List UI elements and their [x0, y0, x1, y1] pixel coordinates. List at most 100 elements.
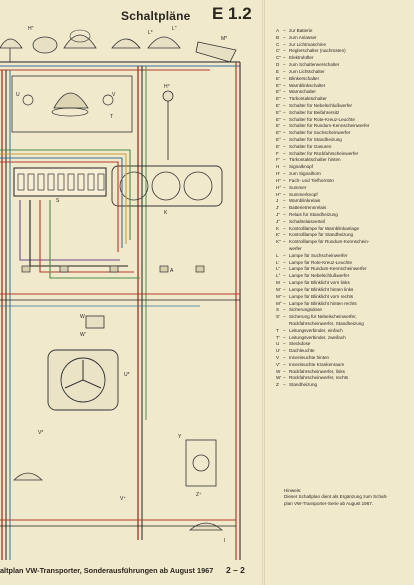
legend-key: B — [276, 34, 280, 40]
legend-item: C'–Reglerschalter (nachrüsten) — [276, 48, 410, 55]
horn-right — [111, 38, 141, 49]
legend-separator: – — [283, 348, 286, 354]
legend-key: E' — [276, 102, 280, 108]
legend-separator: – — [283, 198, 286, 204]
legend-description: Lampe für Blinklicht vorn links — [289, 280, 350, 286]
headlight-right — [147, 36, 181, 49]
lamp-w — [85, 315, 105, 329]
legend-separator: – — [283, 239, 286, 245]
legend-key: V' — [276, 361, 280, 367]
legend-key: H" — [276, 177, 281, 183]
legend-key: Z — [276, 382, 279, 388]
legend-description: Dachleuchte — [289, 348, 315, 354]
legend-item: K'–Kontrolllampe für Standheizung — [276, 232, 410, 239]
hint-box: Hinweis: Dieser Schaltplan dient als Erg… — [284, 488, 410, 507]
legend-item: W'–Rückfahrscheinwerfer, rechts — [276, 375, 410, 382]
legend-item: J"–Relais für Standheizung — [276, 212, 410, 219]
legend-item: L–Lampe für Suchscheinwerfer — [276, 253, 410, 260]
legend-item: E'–Blinkerschalter — [276, 76, 410, 83]
page-title: Schaltpläne — [121, 9, 191, 23]
legend-separator: – — [283, 82, 286, 88]
legend-description: Summerknopf — [289, 191, 318, 197]
legend-description: zum Signalhorn — [289, 171, 321, 177]
legend-item: F–Schalter für Rückfahrscheinwerfer — [276, 151, 410, 158]
legend-separator: – — [283, 137, 286, 142]
legend-description: Lampe für Blinklicht hinten links — [289, 286, 354, 292]
legend-description: Schalter für Suchscheinwerfer — [289, 130, 351, 136]
legend-separator: – — [283, 280, 286, 286]
legend-item: V'–Innenleuchte Krankenraum — [276, 362, 410, 369]
legend-description: Lampe für Rote-Kreuz-Leuchte — [289, 259, 353, 265]
legend-separator: – — [283, 334, 286, 340]
legend-description: Reglerschalter (nachrüsten) — [289, 48, 346, 54]
legend-item: U–Steckdose — [276, 341, 410, 348]
legend-separator: – — [283, 382, 286, 388]
legend-item: E'–Schalter für Rundum-Kennscheinwerfer — [276, 123, 410, 130]
wiring-diagram: H" L" M* L* H° U V T S K A W W' U* V* Y … — [0, 26, 241, 560]
legend-description: Fach- und Tiefhorntön — [289, 177, 334, 183]
legend-key: H' — [276, 171, 281, 177]
legend-separator: – — [283, 218, 286, 224]
legend-key: T — [276, 327, 279, 333]
legend-description: Blinkerschalter — [289, 75, 320, 81]
legend-key: E° — [276, 137, 281, 142]
legend-key: E° — [276, 109, 281, 115]
label-T: T — [110, 114, 113, 120]
legend-item: J'–Batterietrennrelais — [276, 205, 410, 212]
legend-description: zum Anlasser — [289, 34, 317, 40]
label-I: I — [224, 538, 225, 544]
legend-description: zum Lichtschalter — [289, 68, 325, 74]
headlight-left — [0, 38, 23, 62]
label-Vstar: V* — [38, 430, 43, 436]
legend-description: Schalter für Rundum-Kennscheinwerfer — [289, 123, 370, 129]
legend-description: Kontrolllampe für Rundum-Kennschein- — [289, 239, 370, 245]
legend-separator: – — [283, 75, 286, 81]
legend-separator: – — [283, 171, 286, 177]
legend-item: M"–Lampe für Blinklicht vorn rechts — [276, 294, 410, 301]
legend-separator: – — [283, 225, 286, 231]
legend-separator: – — [283, 116, 286, 122]
legend-description: Summer — [289, 184, 307, 190]
legend-key: A — [276, 28, 280, 33]
label-Wp: W' — [80, 332, 86, 338]
page-code: E 1.2 — [212, 4, 252, 23]
legend-key: M" — [276, 293, 282, 299]
legend-key: H° — [276, 184, 282, 190]
legend-item: A–zur Batterie — [276, 28, 410, 35]
legend-key: F — [276, 150, 279, 156]
legend-description: Warnblinkrelais — [289, 198, 321, 204]
legend-key: U — [276, 341, 280, 347]
legend-item: T'–Leitungsverbinder, zweifach — [276, 335, 410, 342]
legend-separator: – — [283, 252, 286, 258]
legend-item: werfer — [276, 246, 410, 253]
legend-item: B–zum Anlasser — [276, 35, 410, 42]
legend-item: H'–zum Signalhorn — [276, 171, 410, 178]
legend-description: Kontrolllampe für Warnblinkanlage — [289, 225, 360, 231]
legend-separator: – — [283, 375, 286, 381]
legend-item: F'–Türkontaktschalter hinten — [276, 157, 410, 164]
legend-key: H — [276, 164, 280, 170]
legend-separator: – — [283, 89, 286, 95]
legend-description: Schalter für Beifahrersitz — [289, 109, 340, 115]
legend-description: Türkontaktschalter hinten — [289, 157, 341, 163]
legend-description: Schalter für Nebelschlußwerfer — [289, 102, 353, 108]
legend-key: W' — [276, 375, 282, 381]
legend-key: C' — [276, 48, 281, 54]
legend-key: K — [276, 225, 280, 231]
legend-description: Schaltrelaisverteil — [289, 218, 325, 224]
legend-description: Lampe für Blinklicht hinten rechts — [289, 300, 357, 306]
legend-separator: – — [283, 300, 286, 306]
label-V: V — [112, 92, 116, 98]
legend-separator: – — [283, 62, 286, 68]
legend-separator: – — [283, 28, 286, 33]
legend-separator: – — [283, 68, 286, 74]
legend-key: C" — [276, 55, 281, 61]
instrument-cluster — [111, 165, 223, 207]
legend-separator: – — [283, 273, 286, 279]
legend-separator: – — [283, 109, 286, 115]
legend-item: T–Leitungsverbinder, einfach — [276, 328, 410, 335]
legend-item: W–Rückfahrscheinwerfer, links — [276, 369, 410, 376]
heater-unit — [185, 439, 217, 487]
legend-separator: – — [283, 307, 286, 313]
